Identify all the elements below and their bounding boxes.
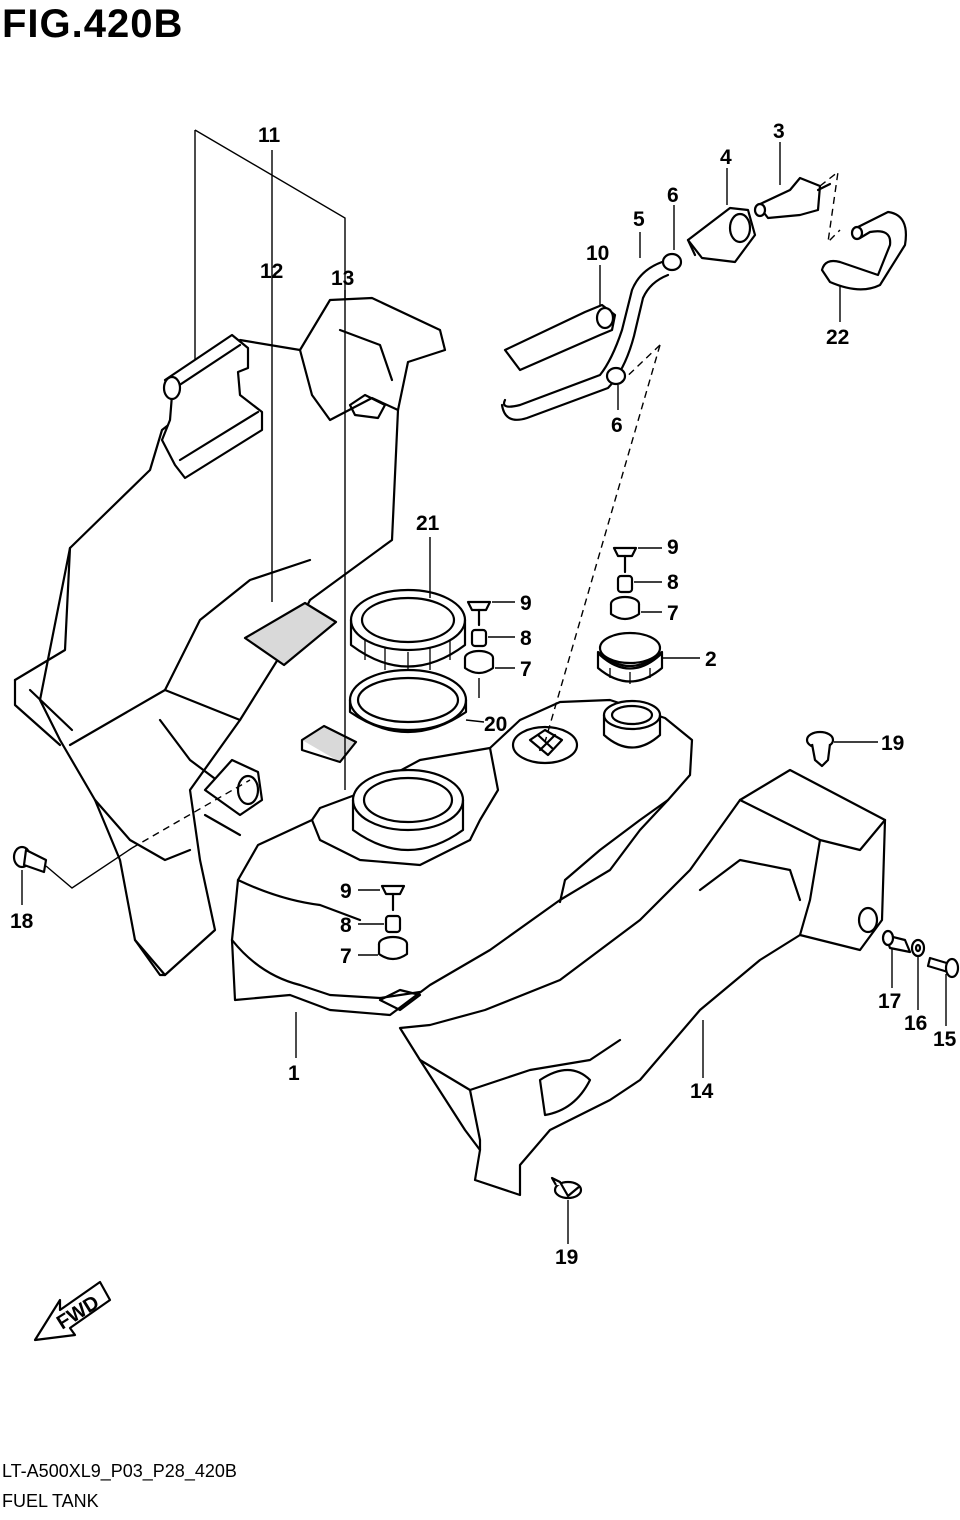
callout-11: 11 — [258, 124, 281, 147]
callout-9-lower: 9 — [340, 880, 352, 903]
callout-13: 13 — [331, 267, 354, 290]
lock-ring-21 — [349, 588, 467, 674]
forward-direction-arrow: FWD — [33, 1280, 112, 1342]
mount-set-middle — [463, 600, 495, 675]
figure-title: FIG.420B — [2, 2, 184, 46]
callout-3: 3 — [773, 120, 785, 143]
fuel-cap-2 — [596, 631, 664, 684]
clamp-6-upper — [661, 252, 683, 272]
collar-17 — [881, 929, 912, 954]
callout-2: 2 — [705, 648, 717, 671]
callout-19-lower: 19 — [555, 1246, 578, 1269]
leader-lines — [21, 129, 947, 1244]
callout-9-upper: 9 — [667, 536, 679, 559]
clamp-6-lower — [605, 366, 627, 386]
clip-19-upper — [805, 730, 835, 768]
callout-20: 20 — [484, 713, 507, 736]
bolt-15 — [926, 956, 960, 979]
callout-1: 1 — [288, 1062, 300, 1085]
callout-12: 12 — [260, 260, 283, 283]
callout-14: 14 — [690, 1080, 714, 1103]
figure-code: LT-A500XL9_P03_P28_420B — [2, 1461, 237, 1481]
callout-21: 21 — [416, 512, 440, 535]
check-valve-3 — [753, 176, 832, 220]
callout-10: 10 — [586, 242, 609, 265]
hose-22 — [820, 210, 907, 291]
mount-set-upper-right — [609, 546, 641, 621]
callout-18: 18 — [10, 910, 34, 933]
callout-7-lower: 7 — [340, 945, 352, 968]
callout-7-upper: 7 — [667, 602, 679, 625]
callout-labels: 11 12 13 10 5 6 4 3 22 6 21 9 8 7 2 9 8 … — [10, 120, 957, 1269]
gasket-20 — [348, 668, 468, 734]
hose-bracket-10 — [503, 303, 617, 372]
callout-9-middle: 9 — [520, 592, 532, 615]
mount-set-lower — [377, 884, 409, 961]
breather-hose-5 — [500, 260, 670, 421]
callout-15: 15 — [933, 1028, 957, 1051]
callout-17: 17 — [878, 990, 901, 1013]
callout-6-lower: 6 — [611, 414, 623, 437]
callout-22: 22 — [826, 326, 849, 349]
washer-16 — [910, 938, 926, 958]
side-guard-panel — [13, 296, 447, 977]
screw-18 — [12, 845, 48, 874]
callout-5: 5 — [633, 208, 645, 231]
callout-7-middle: 7 — [520, 658, 532, 681]
callout-8-upper: 8 — [667, 571, 679, 594]
side-cover-14 — [398, 768, 887, 1197]
callout-19-upper: 19 — [881, 732, 904, 755]
callout-8-lower: 8 — [340, 914, 352, 937]
callout-16: 16 — [904, 1012, 927, 1035]
valve-holder-4 — [686, 206, 757, 264]
callout-4: 4 — [720, 146, 732, 169]
clip-19-lower — [550, 1176, 583, 1200]
figure-name: FUEL TANK — [2, 1491, 99, 1511]
fuel-tank — [230, 698, 694, 1017]
callout-8-middle: 8 — [520, 627, 532, 650]
callout-6-upper: 6 — [667, 184, 679, 207]
